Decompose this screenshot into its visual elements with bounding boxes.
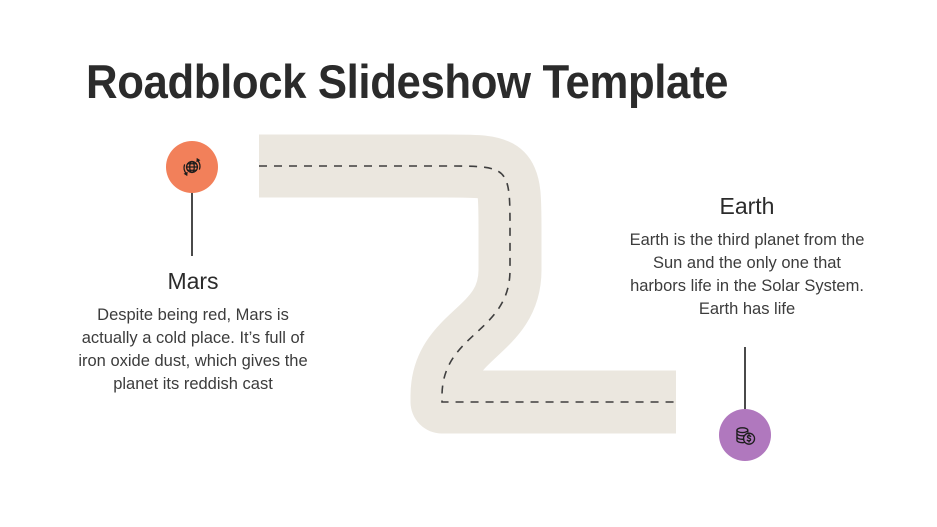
info-block-earth: Earth Earth is the third planet from the… bbox=[626, 191, 868, 321]
info-block-mars: Mars Despite being red, Mars is actually… bbox=[68, 266, 318, 396]
info-body-earth: Earth is the third planet from the Sun a… bbox=[629, 231, 865, 318]
road-surface bbox=[259, 134, 676, 434]
marker-circle-mars[interactable] bbox=[166, 141, 218, 193]
road-center-dashes bbox=[259, 165, 676, 403]
globe-arrow-head-top bbox=[196, 157, 201, 163]
info-heading-earth: Earth bbox=[719, 193, 775, 219]
marker-stem-mars bbox=[191, 190, 193, 256]
globe-exchange-icon bbox=[183, 157, 201, 177]
info-heading-mars: Mars bbox=[167, 268, 219, 294]
coins-dollar-icon bbox=[736, 427, 756, 445]
page-title: Roadblock Slideshow Template bbox=[86, 55, 729, 108]
info-body-mars: Despite being red, Mars is actually a co… bbox=[78, 306, 308, 393]
marker-stem-earth bbox=[744, 347, 746, 411]
marker-circle-earth[interactable] bbox=[719, 409, 771, 461]
globe-arrow-head-bottom bbox=[183, 171, 188, 177]
